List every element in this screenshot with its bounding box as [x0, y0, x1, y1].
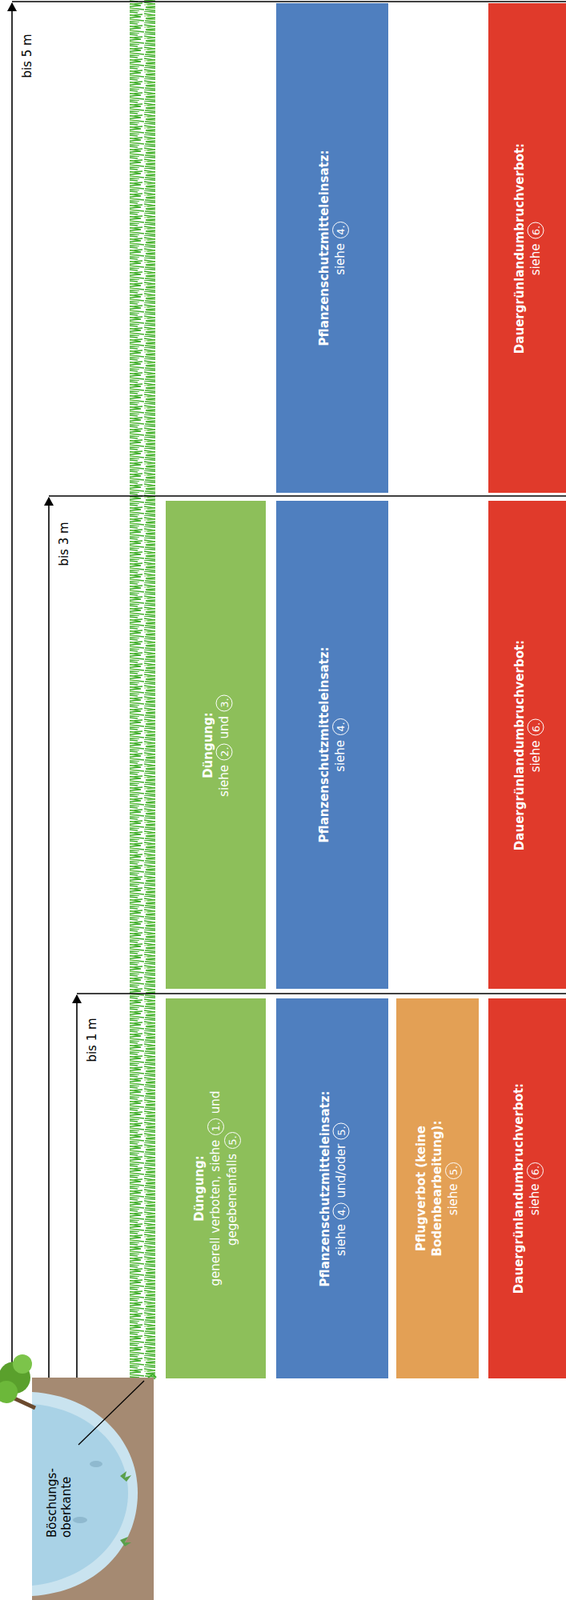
callout-number: 4.: [332, 718, 350, 736]
band-heading: Dauergrünlandumbruchverbot:: [510, 142, 527, 354]
rule-band: Dauergrünlandumbruchverbot:siehe 6.: [488, 501, 566, 990]
band-body: siehe 5.: [445, 1162, 462, 1217]
callout-number: 2.: [215, 743, 233, 761]
bank-illustration: [0, 1355, 157, 1600]
callout-number: 6.: [526, 1163, 544, 1181]
band-heading: Pflanzenschutzmitteleinsatz:: [316, 150, 333, 347]
callout-number: 3.: [215, 694, 233, 712]
band-heading: Dauergrünlandumbruchverbot:: [510, 1083, 527, 1295]
bank-label: Böschungs- oberkante: [44, 1458, 74, 1539]
band-body: siehe 4.: [332, 220, 350, 276]
band-heading: Pflugverbot (keine Bodenbearbeitung):: [413, 1093, 446, 1286]
band-text: Dauergrünlandumbruchverbot:siehe 6.: [488, 507, 566, 984]
band-heading: Pflanzenschutzmitteleinsatz:: [316, 647, 333, 844]
band-text: Dauergrünlandumbruchverbot:siehe 6.: [488, 9, 566, 487]
band-text: Düngung:generell verboten, siehe 1. und …: [165, 1005, 266, 1373]
rule-band: Pflanzenschutzmitteleinsatz:siehe 4.: [276, 501, 389, 990]
distance-label: bis 1 m: [84, 1018, 100, 1063]
rule-band: Pflanzenschutzmitteleinsatz:siehe 4. und…: [276, 999, 389, 1380]
callout-number: 6.: [526, 221, 544, 239]
rule-band: Düngung:generell verboten, siehe 1. und …: [165, 999, 266, 1380]
distance-label: bis 5 m: [20, 33, 35, 78]
band-text: Pflugverbot (keine Bodenbearbeitung):sie…: [396, 1005, 479, 1373]
callout-number: 5.: [224, 1132, 241, 1150]
band-body: siehe 6.: [526, 718, 544, 773]
band-heading: Düngung:: [199, 712, 216, 779]
band-text: Pflanzenschutzmitteleinsatz:siehe 4. und…: [276, 1005, 389, 1373]
distance-label: bis 3 m: [56, 521, 72, 566]
rule-band: Düngung:siehe 2. und 3.: [165, 501, 266, 990]
grass-strip: [129, 0, 156, 1381]
callout-number: 5.: [332, 1123, 350, 1141]
rule-band: Dauergrünlandumbruchverbot:siehe 6.: [488, 3, 566, 494]
band-heading: Pflanzenschutzmitteleinsatz:: [316, 1091, 333, 1288]
band-text: Dauergrünlandumbruchverbot:siehe 6.: [488, 1005, 566, 1373]
band-text: Pflanzenschutzmitteleinsatz:siehe 4.: [276, 9, 389, 487]
band-body: siehe 6.: [526, 220, 544, 276]
band-body: siehe 4.: [332, 718, 350, 773]
callout-number: 4.: [332, 221, 350, 239]
rule-band: Dauergrünlandumbruchverbot:siehe 6.: [488, 999, 566, 1380]
band-body: siehe 6.: [526, 1162, 544, 1217]
callout-number: 6.: [526, 718, 544, 736]
band-text: Düngung:siehe 2. und 3.: [165, 507, 266, 984]
distance-arrows: [12, 1, 566, 1380]
rule-band: Pflugverbot (keine Bodenbearbeitung):sie…: [396, 999, 479, 1380]
band-body: siehe 4. und/oder 5.: [332, 1122, 350, 1257]
band-text: Pflanzenschutzmitteleinsatz:siehe 4.: [276, 507, 389, 984]
callout-number: 4.: [332, 1203, 350, 1221]
band-body: siehe 2. und 3.: [215, 694, 233, 798]
rule-band: Pflanzenschutzmitteleinsatz:siehe 4.: [276, 3, 389, 494]
band-heading: Düngung:: [191, 1156, 208, 1223]
callout-number: 1.: [207, 1119, 225, 1137]
band-heading: Dauergrünlandumbruchverbot:: [510, 639, 527, 851]
band-body: generell verboten, siehe 1. und gegebene…: [207, 1077, 241, 1302]
callout-number: 5.: [445, 1163, 462, 1181]
